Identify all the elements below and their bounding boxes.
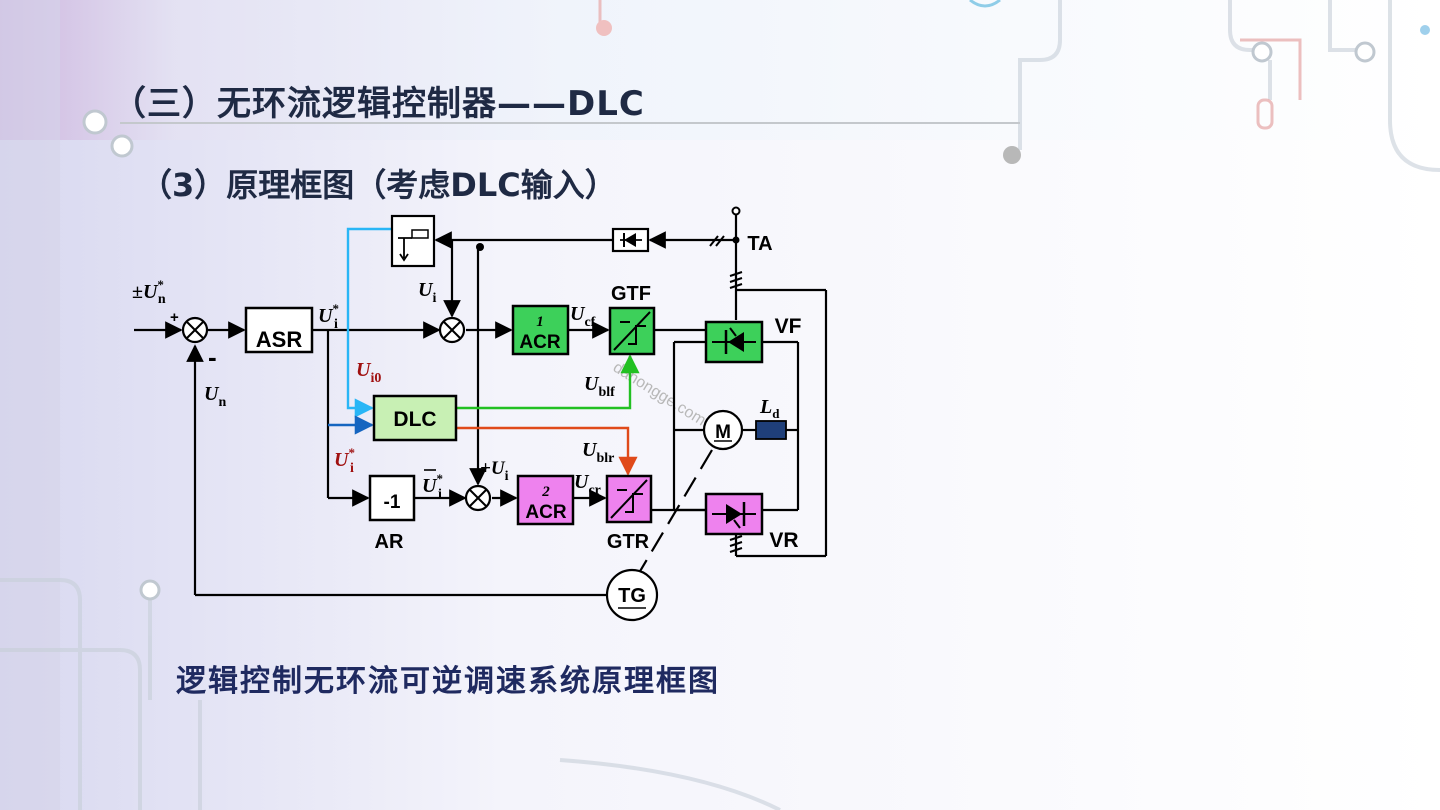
vf-thyristor: VF: [704, 315, 802, 364]
plus-ui-label: +U: [480, 458, 506, 479]
inductor-ld: Ld: [755, 396, 787, 440]
acr2-block: 2 ACR: [516, 474, 575, 526]
ar-value: -1: [384, 492, 401, 513]
svg-text:Ui: Ui: [418, 279, 436, 306]
vr-thyristor: VR: [704, 492, 799, 552]
svg-text:Ld: Ld: [759, 396, 780, 421]
ui-bar-label: U: [422, 475, 438, 497]
ld-sub: d: [772, 406, 780, 421]
ui0-label: U: [356, 359, 372, 381]
asr-block: ASR: [244, 306, 314, 354]
ucf-label: U: [570, 303, 586, 325]
un-sub: n: [218, 395, 226, 410]
ublr-sub: blr: [596, 451, 614, 466]
ucr-label: U: [574, 471, 590, 493]
current-detector: [390, 214, 436, 268]
gtr-block: GTR: [605, 474, 653, 553]
plus-ui-sub: i: [505, 469, 509, 484]
acr2-label: ACR: [525, 502, 566, 523]
ar-block: -1 AR: [368, 474, 416, 553]
slide-subtitle: （3）原理框图（考虑DLC输入）: [140, 166, 617, 204]
ublf-sub: blf: [598, 385, 615, 400]
tacho-generator: TG: [605, 568, 659, 622]
ui-sub: i: [432, 291, 436, 306]
speed-summing-junction: [181, 316, 209, 344]
asr-label: ASR: [256, 327, 303, 352]
ublf-label: U: [584, 373, 600, 395]
ui-ref-label: U: [318, 305, 334, 327]
acr1-number: 1: [536, 314, 544, 330]
motor-label: M: [715, 422, 731, 443]
svg-text:±U*n: ±U*n: [132, 277, 166, 307]
watermark: dahongge.com: [610, 359, 709, 430]
ld-label: L: [759, 396, 772, 418]
un-ref-label: ±U: [132, 281, 159, 303]
ucr-sub: cr: [588, 483, 600, 498]
dlc-block: DLC: [372, 394, 458, 442]
ar-label: AR: [375, 531, 404, 553]
svg-text:U*i: U*i: [422, 471, 443, 502]
slide-title: （三）无环流逻辑控制器——DLC: [112, 84, 645, 124]
ui-ref-sub: i: [334, 317, 338, 332]
acr1-label: ACR: [519, 332, 560, 353]
current-summing-junction-reverse: [464, 484, 492, 512]
gtf-block: GTF: [608, 283, 656, 356]
svg-text:Ui0: Ui0: [356, 359, 381, 386]
dlc-label: DLC: [393, 408, 436, 431]
rectifier: TA: [611, 227, 773, 255]
ublr-label: U: [582, 439, 598, 461]
minus-sign: -: [208, 342, 217, 372]
svg-text:Un: Un: [204, 383, 226, 410]
tg-label: TG: [618, 585, 646, 607]
ui-star-label: U: [334, 449, 350, 471]
svg-text:U*i: U*i: [334, 445, 355, 476]
ui-star-sub: i: [350, 461, 354, 476]
motor: M: [702, 409, 744, 451]
ta-label: TA: [747, 233, 772, 255]
svg-text:Ucr: Ucr: [574, 471, 601, 498]
svg-text:U*i: U*i: [318, 301, 339, 332]
un-label: U: [204, 383, 220, 405]
ui-bar-sub: i: [438, 487, 442, 502]
acr2-number: 2: [541, 484, 550, 500]
svg-text:Ublr: Ublr: [582, 439, 614, 466]
vf-label: VF: [775, 315, 802, 338]
svg-text:Ublf: Ublf: [584, 373, 615, 400]
svg-text:+Ui: +Ui: [480, 458, 509, 484]
plus-sign: +: [170, 309, 179, 326]
un-ref-sub: n: [158, 292, 166, 307]
svg-text:Ucf: Ucf: [570, 303, 596, 330]
diagram-caption: 逻辑控制无环流可逆调速系统原理框图: [176, 664, 720, 699]
acr1-block: 1 ACR: [511, 304, 570, 356]
ucf-sub: cf: [584, 315, 595, 330]
gtr-label: GTR: [607, 531, 650, 553]
current-summing-junction-forward: [438, 316, 466, 344]
ui-label: U: [418, 279, 434, 301]
gtf-label: GTF: [611, 283, 651, 305]
ui0-sub: i0: [370, 371, 381, 386]
vr-label: VR: [769, 529, 798, 552]
